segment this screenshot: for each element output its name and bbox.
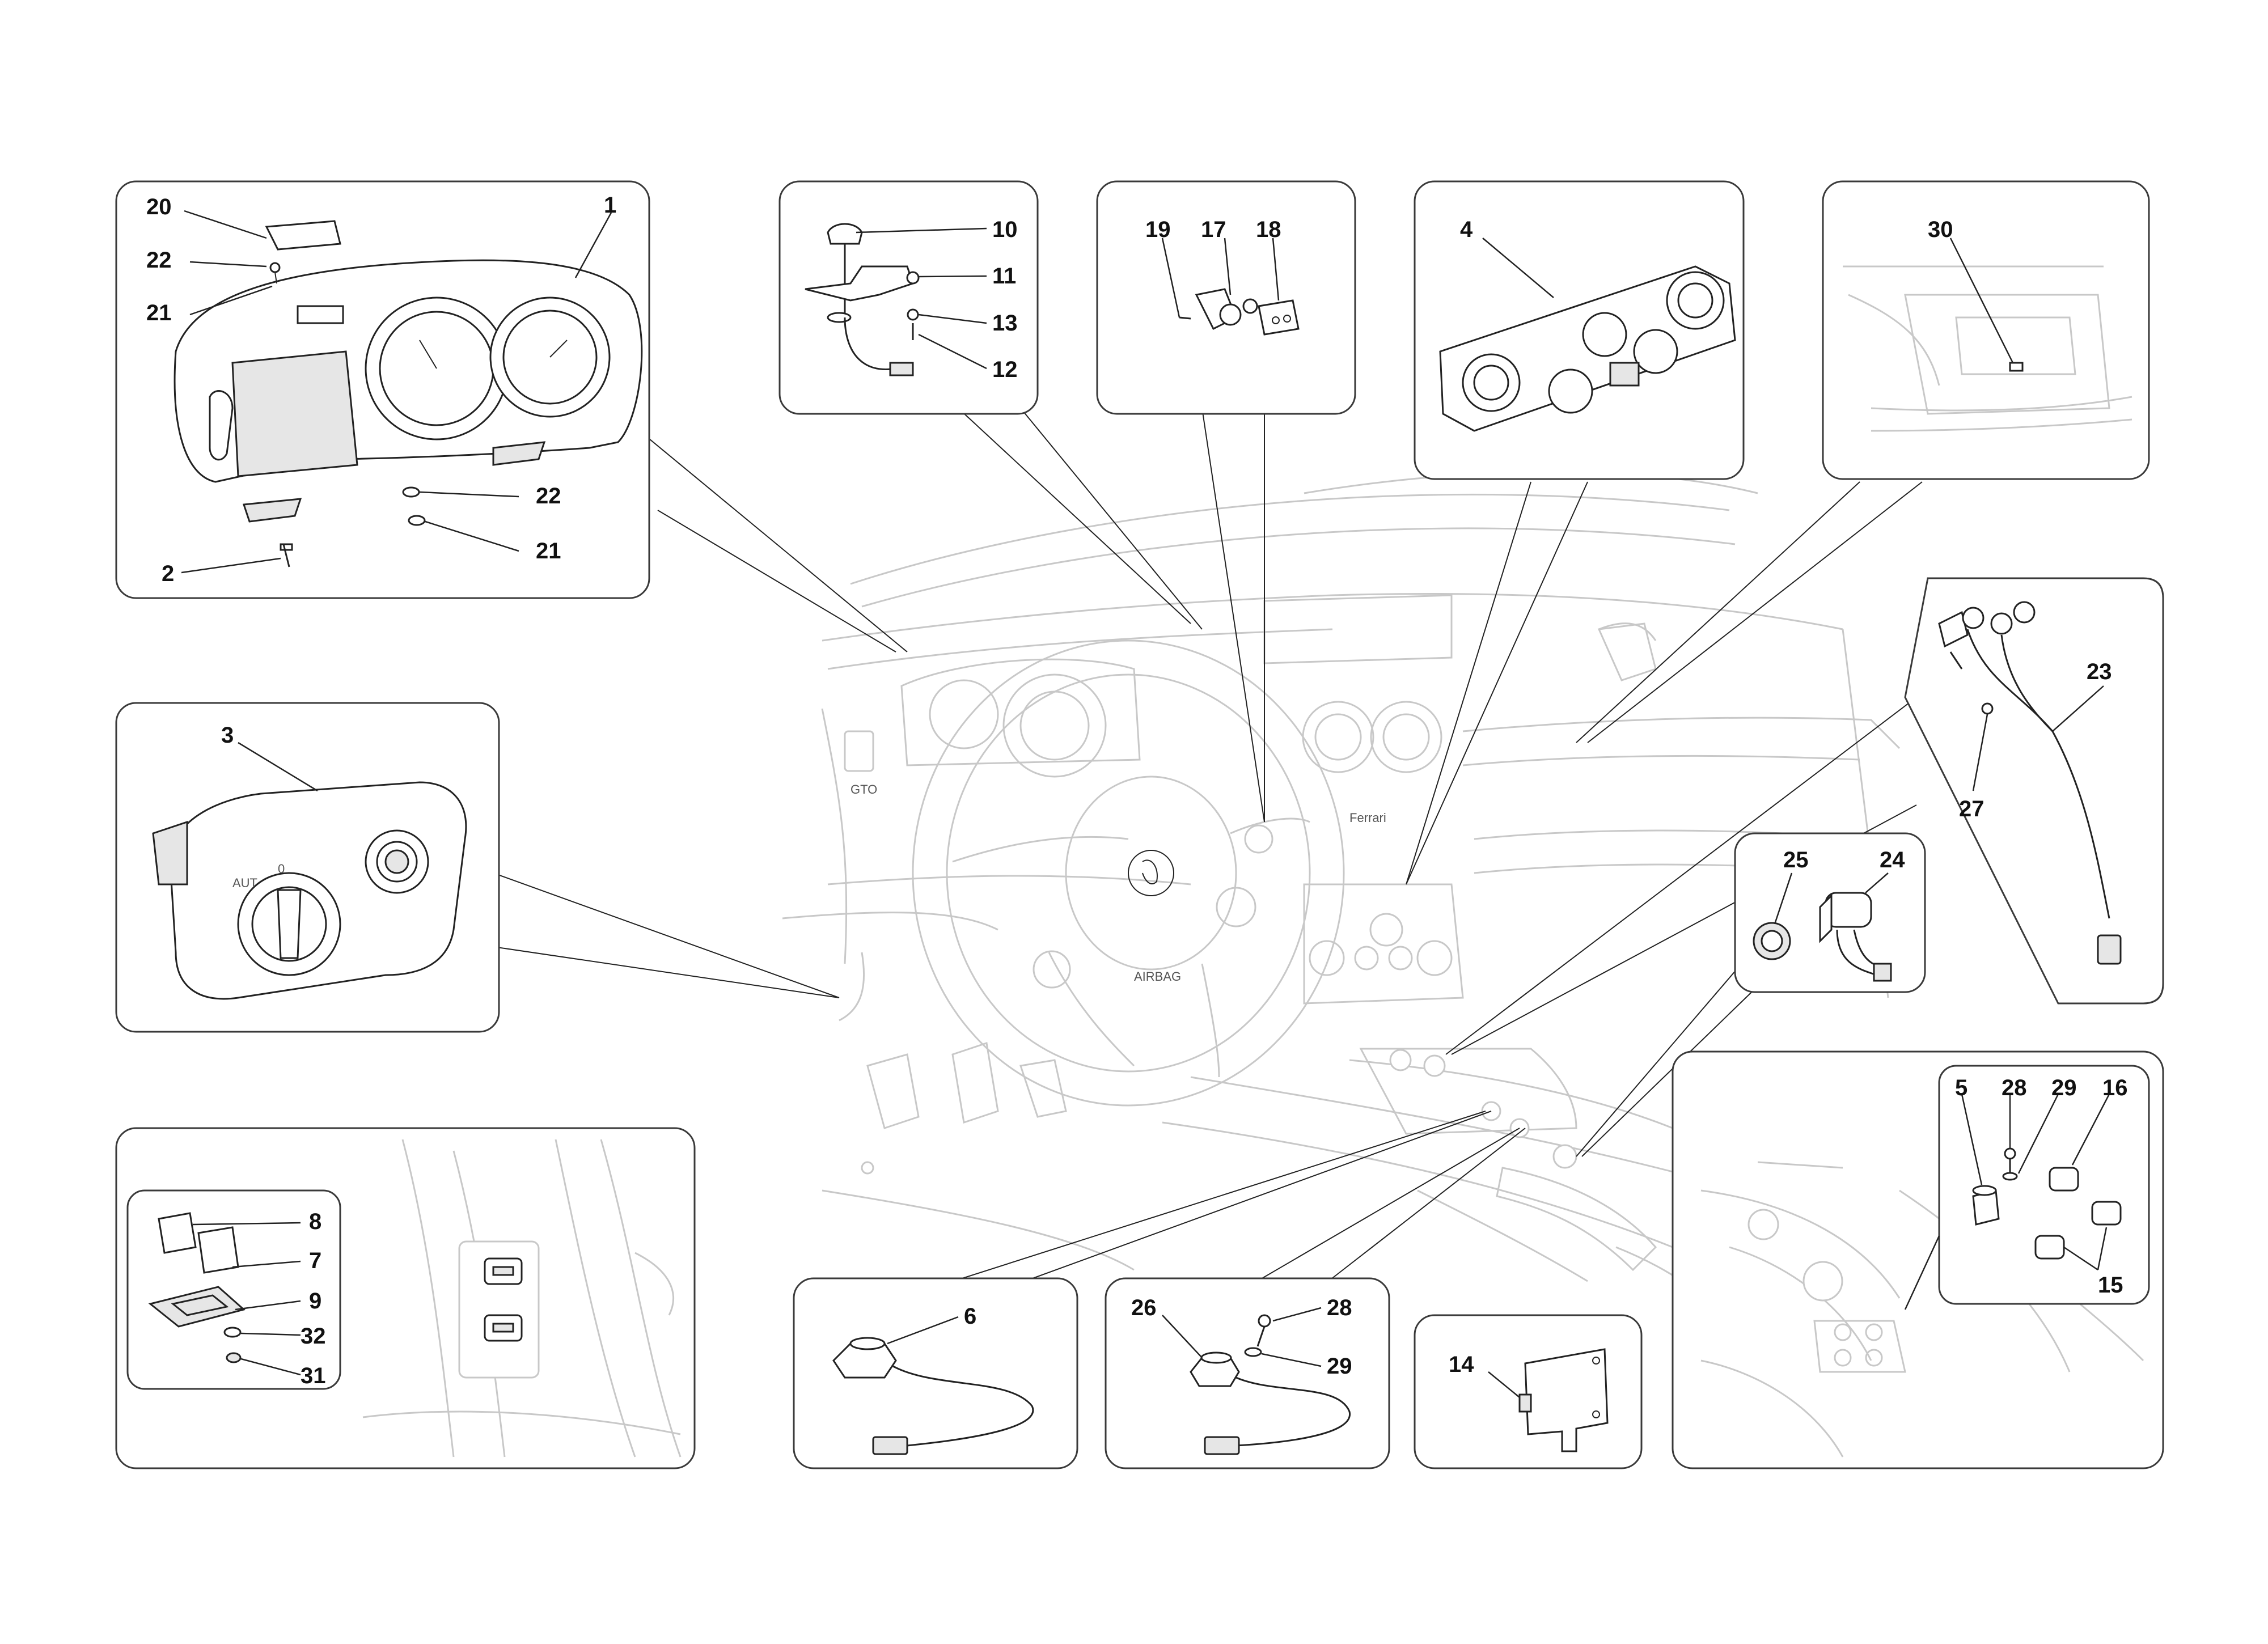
callout-10: 10: [992, 217, 1018, 242]
callout-5: 5: [1955, 1075, 1967, 1100]
callout-1: 1: [604, 193, 616, 218]
callout-12: 12: [992, 357, 1018, 382]
callout-16: 16: [2102, 1075, 2128, 1100]
callout-7: 7: [309, 1248, 321, 1273]
panel-sensor-bracket: 10 11 13 12: [778, 180, 1039, 415]
panel-sensor-6: 6: [793, 1277, 1078, 1469]
callout-3: 3: [221, 723, 234, 748]
callout-4: 4: [1460, 217, 1473, 242]
callout-32: 32: [301, 1324, 326, 1349]
panel-dash-switch: 19 17 18: [1096, 180, 1356, 415]
callout-20: 20: [146, 194, 172, 219]
washer-22: [402, 486, 420, 498]
bracket-20: [265, 220, 341, 251]
callout-24: 24: [1880, 848, 1905, 872]
panel-window-switches: 8 7 9 32 31: [115, 1127, 696, 1469]
callout-31: 31: [301, 1363, 326, 1388]
callout-30: 30: [1928, 217, 1953, 242]
callout-29: 29: [1327, 1354, 1352, 1379]
panel-harness: 23 27: [1904, 577, 2164, 1005]
panel-light-switch: AUT 0 3: [115, 702, 500, 1033]
panel-instrument-cluster: 1 20 22 21 22 21 2: [115, 180, 650, 599]
callout-25: 25: [1783, 848, 1809, 872]
callout-28: 28: [1327, 1295, 1352, 1320]
callout-13: 13: [992, 311, 1018, 336]
callout-11: 11: [992, 264, 1016, 289]
callout-15: 15: [2098, 1273, 2123, 1298]
callout-22: 22: [146, 248, 172, 273]
nut-11: [906, 271, 920, 285]
callout-9: 9: [309, 1289, 321, 1313]
gto-badge: GTO: [850, 782, 877, 796]
airbag-label: AIRBAG: [1134, 969, 1181, 984]
callout-28: 28: [2002, 1075, 2027, 1100]
screw-2: [280, 543, 293, 567]
panel-leader-lines: [323, 408, 1923, 1350]
callout-17: 17: [1201, 217, 1226, 242]
callout-21: 21: [536, 539, 561, 563]
callout-27: 27: [1959, 796, 1984, 821]
brand-script: Ferrari: [1349, 811, 1386, 825]
callout-14: 14: [1449, 1352, 1474, 1377]
light-auto-label: AUT: [232, 876, 257, 890]
panel-switch-group: 5 28 29 16 15: [1672, 1050, 2164, 1469]
screw-21: [408, 515, 426, 526]
callout-26: 26: [1131, 1295, 1157, 1320]
light-off-label: 0: [278, 862, 285, 876]
callout-2: 2: [162, 561, 174, 586]
washer-13: [907, 308, 919, 321]
callout-19: 19: [1145, 217, 1171, 242]
callout-8: 8: [309, 1209, 321, 1234]
callout-18: 18: [1256, 217, 1281, 242]
callout-22: 22: [536, 484, 561, 509]
panel-key-switch: 25 24: [1734, 832, 1926, 993]
panel-climate-control: 4: [1414, 180, 1745, 480]
callout-29: 29: [2051, 1075, 2077, 1100]
panel-glovebox: 30: [1822, 180, 2150, 480]
callout-23: 23: [2087, 659, 2112, 684]
callout-6: 6: [964, 1304, 976, 1329]
panel-plate-14: 14: [1414, 1314, 1643, 1469]
panel-sensor-26: 26 28 29: [1105, 1277, 1390, 1469]
callout-21: 21: [146, 300, 172, 325]
